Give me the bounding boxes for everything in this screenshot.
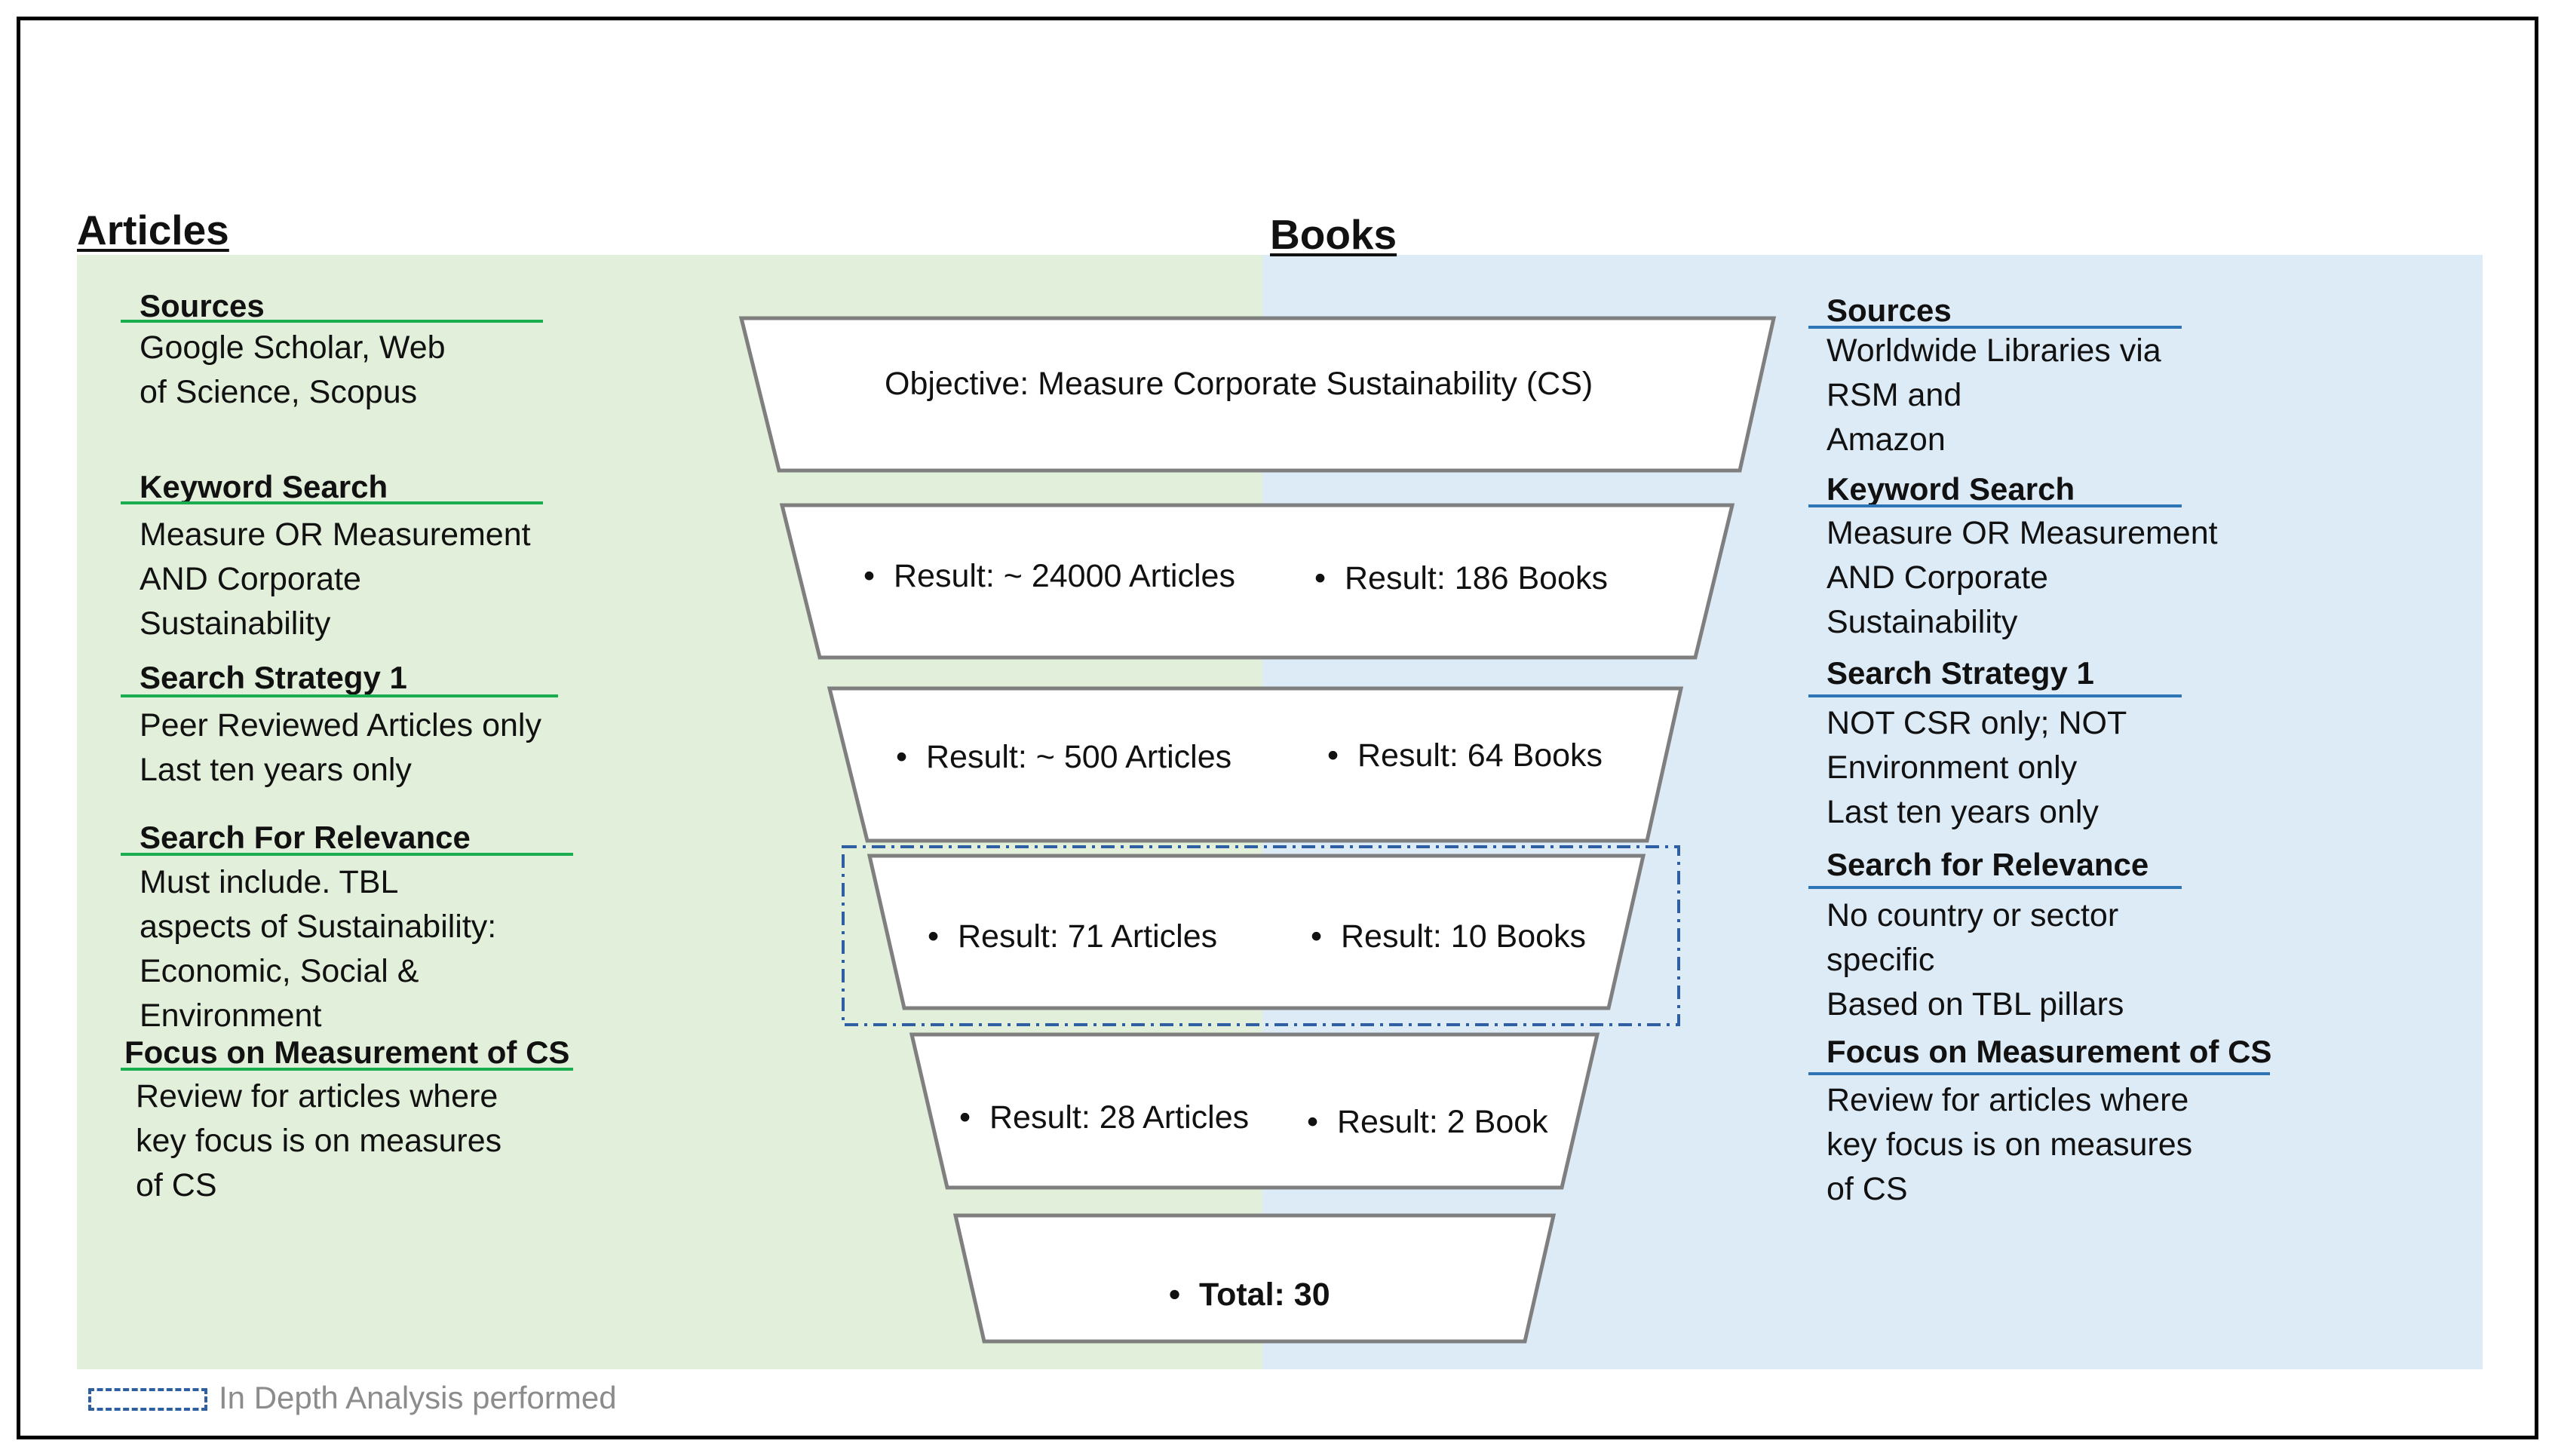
bullet: • (1311, 918, 1323, 955)
stage1-articles-text: Result: ~ 24000 Articles (894, 558, 1235, 594)
stage3-books-text: Result: 10 Books (1341, 918, 1587, 955)
stage1-books-result: • Result: 186 Books (1314, 560, 1608, 597)
total-text: Total: 30 (1199, 1277, 1330, 1313)
stage4-books-result: • Result: 2 Book (1307, 1104, 1548, 1141)
books-strategy-title: Search Strategy 1 (1827, 655, 2094, 691)
stage4-articles-result: • Result: 28 Articles (959, 1099, 1249, 1136)
stage4-articles-text: Result: 28 Articles (989, 1099, 1250, 1136)
books-focus-rule (1808, 1072, 2270, 1075)
funnel-stage-4 (909, 1032, 1600, 1190)
articles-strategy-body: Peer Reviewed Articles only Last ten yea… (140, 707, 541, 788)
legend-dashed-box (88, 1388, 207, 1411)
bullet: • (1314, 560, 1327, 596)
books-heading: Books (1270, 211, 1397, 258)
bullet: • (1169, 1277, 1181, 1313)
funnel-stage-1 (779, 503, 1735, 660)
articles-keyword-body: Measure OR Measurement AND Corporate Sus… (140, 516, 531, 642)
articles-relevance-body: Must include. TBL aspects of Sustainabil… (140, 864, 497, 1034)
funnel-stage-2 (827, 686, 1684, 843)
books-focus-body: Review for articles where key focus is o… (1827, 1082, 2193, 1207)
books-focus-title: Focus on Measurement of CS (1827, 1034, 2272, 1069)
books-relevance-rule (1808, 886, 2182, 889)
books-relevance-title: Search for Relevance (1827, 847, 2149, 882)
books-relevance-body: No country or sector specific Based on T… (1827, 897, 2124, 1022)
stage3-articles-text: Result: 71 Articles (958, 918, 1218, 955)
bullet: • (863, 558, 876, 594)
articles-sources-body: Google Scholar, Web of Science, Scopus (140, 330, 446, 410)
funnel-objective-text: Objective: Measure Corporate Sustainabil… (885, 366, 1593, 402)
funnel-objective-stage (738, 316, 1777, 473)
stage2-books-result: • Result: 64 Books (1327, 737, 1603, 774)
articles-focus-title: Focus on Measurement of CS (124, 1035, 570, 1070)
stage2-articles-result: • Result: ~ 500 Articles (896, 739, 1231, 776)
bullet: • (1307, 1104, 1319, 1140)
legend-text: In Depth Analysis performed (219, 1380, 617, 1415)
articles-keyword-title: Keyword Search (140, 469, 388, 504)
books-strategy-body: NOT CSR only; NOT Environment only Last … (1827, 705, 2127, 830)
articles-sources-title: Sources (140, 288, 265, 323)
articles-relevance-title: Search For Relevance (140, 820, 471, 855)
stage1-articles-result: • Result: ~ 24000 Articles (863, 558, 1235, 595)
articles-sources-rule (121, 320, 543, 323)
articles-focus-body: Review for articles where key focus is o… (136, 1078, 502, 1203)
bullet: • (896, 739, 908, 775)
articles-heading: Articles (77, 207, 229, 253)
stage4-books-text: Result: 2 Book (1337, 1104, 1548, 1140)
total-result: • Total: 30 (1169, 1277, 1330, 1313)
bullet: • (959, 1099, 971, 1136)
in-depth-analysis-highlight (842, 845, 1680, 1026)
stage1-books-text: Result: 186 Books (1345, 560, 1608, 596)
books-keyword-title: Keyword Search (1827, 471, 2075, 507)
articles-strategy-rule (121, 694, 558, 697)
diagram-frame (17, 17, 2538, 1439)
funnel-stage-3 (866, 854, 1646, 1010)
books-sources-title: Sources (1827, 293, 1952, 328)
books-strategy-rule (1808, 694, 2182, 697)
stage2-books-text: Result: 64 Books (1357, 737, 1603, 774)
books-keyword-rule (1808, 504, 2182, 507)
stage2-articles-text: Result: ~ 500 Articles (926, 739, 1232, 775)
books-sources-rule (1808, 326, 2182, 329)
funnel-total-stage (952, 1213, 1557, 1344)
articles-strategy-title: Search Strategy 1 (140, 660, 407, 695)
stage3-books-result: • Result: 10 Books (1311, 918, 1586, 955)
books-sources-body: Worldwide Libraries via RSM and Amazon (1827, 333, 2161, 458)
articles-focus-rule (121, 1068, 573, 1071)
bullet: • (1327, 737, 1339, 774)
articles-relevance-rule (121, 853, 573, 856)
books-keyword-body: Measure OR Measurement AND Corporate Sus… (1827, 515, 2218, 640)
bullet: • (928, 918, 940, 955)
stage3-articles-result: • Result: 71 Articles (928, 918, 1217, 955)
articles-keyword-rule (121, 501, 543, 504)
